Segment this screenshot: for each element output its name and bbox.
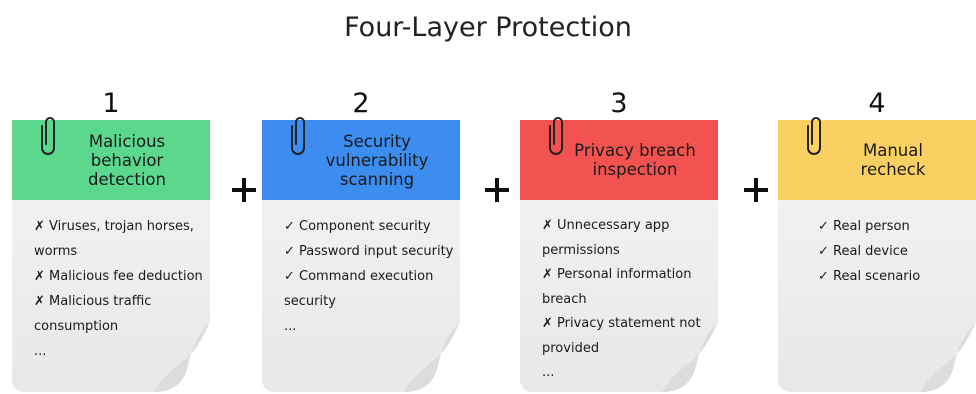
layer-line: ... xyxy=(34,344,47,359)
layer-lines: ✗ Unnecessary app permissions ✗ Personal… xyxy=(542,214,710,386)
page-curl-icon xyxy=(920,322,976,392)
layer-line: ✗ Viruses, trojan horses, xyxy=(34,219,194,234)
page-curl-icon xyxy=(662,322,718,392)
layer-lines: ✓ Real person ✓ Real device ✓ Real scena… xyxy=(818,214,968,289)
layer-lines: ✗ Viruses, trojan horses, worms ✗ Malici… xyxy=(34,214,203,364)
diagram-title: Four-Layer Protection xyxy=(344,12,632,43)
layer-number: 3 xyxy=(610,88,628,119)
layer-line: consumption xyxy=(34,319,119,334)
layer-card-3: 3 Privacy breach inspection ✗ Unnecessar… xyxy=(520,88,718,394)
layer-line: ... xyxy=(284,319,297,334)
plus-icon xyxy=(744,178,768,202)
paperclip-icon xyxy=(549,117,563,155)
layer-card-4: 4 Manual recheck ✓ Real person ✓ Real de… xyxy=(778,88,976,394)
layer-body: ✗ Unnecessary app permissions ✗ Personal… xyxy=(520,200,718,392)
layer-body: ✓ Component security ✓ Password input se… xyxy=(262,200,460,392)
layer-line: ✗ Unnecessary app xyxy=(542,218,670,233)
paperclip-icon xyxy=(807,117,821,155)
layer-line: ✓ Real device xyxy=(818,244,908,259)
layer-line: ✓ Password input security xyxy=(284,244,454,259)
layer-body: ✗ Viruses, trojan horses, worms ✗ Malici… xyxy=(12,200,210,392)
layer-card-1: 1 Malicious behavior detection ✗ Viruses… xyxy=(12,88,210,394)
paperclip-icon xyxy=(291,117,305,155)
layer-line: ... xyxy=(542,365,555,380)
layer-body: ✓ Real person ✓ Real device ✓ Real scena… xyxy=(778,200,976,392)
layer-lines: ✓ Component security ✓ Password input se… xyxy=(284,214,454,339)
layer-label: Malicious behavior detection xyxy=(88,131,166,189)
layer-line: provided xyxy=(542,340,600,356)
layer-line: breach xyxy=(542,291,587,307)
layer-line: ✓ Command execution xyxy=(284,269,434,284)
layer-label: Security vulnerability scanning xyxy=(325,131,429,189)
layer-line: ✓ Real scenario xyxy=(818,269,921,284)
layer-line: permissions xyxy=(542,242,620,258)
page-curl-icon xyxy=(154,322,210,392)
plus-icon xyxy=(232,178,256,202)
layer-line: ✗ Privacy statement not xyxy=(542,316,701,331)
layer-line: worms xyxy=(34,244,78,259)
page-curl-icon xyxy=(404,322,460,392)
layer-line: ✗ Malicious fee deduction xyxy=(34,269,203,284)
layer-line: ✗ Malicious traffic xyxy=(34,294,152,309)
layer-number: 2 xyxy=(352,88,370,119)
layer-line: ✓ Real person xyxy=(818,219,910,234)
plus-icon xyxy=(485,178,509,202)
layer-number: 4 xyxy=(868,88,886,119)
layer-label: Manual recheck xyxy=(860,141,926,179)
layer-label: Privacy breach inspection xyxy=(574,141,696,179)
paperclip-icon xyxy=(41,117,55,155)
layer-card-2: 2 Security vulnerability scanning ✓ Comp… xyxy=(262,88,460,394)
layer-line: security xyxy=(284,294,336,309)
layer-line: ✗ Personal information xyxy=(542,267,692,282)
layer-number: 1 xyxy=(102,88,120,119)
layer-line: ✓ Component security xyxy=(284,219,431,234)
